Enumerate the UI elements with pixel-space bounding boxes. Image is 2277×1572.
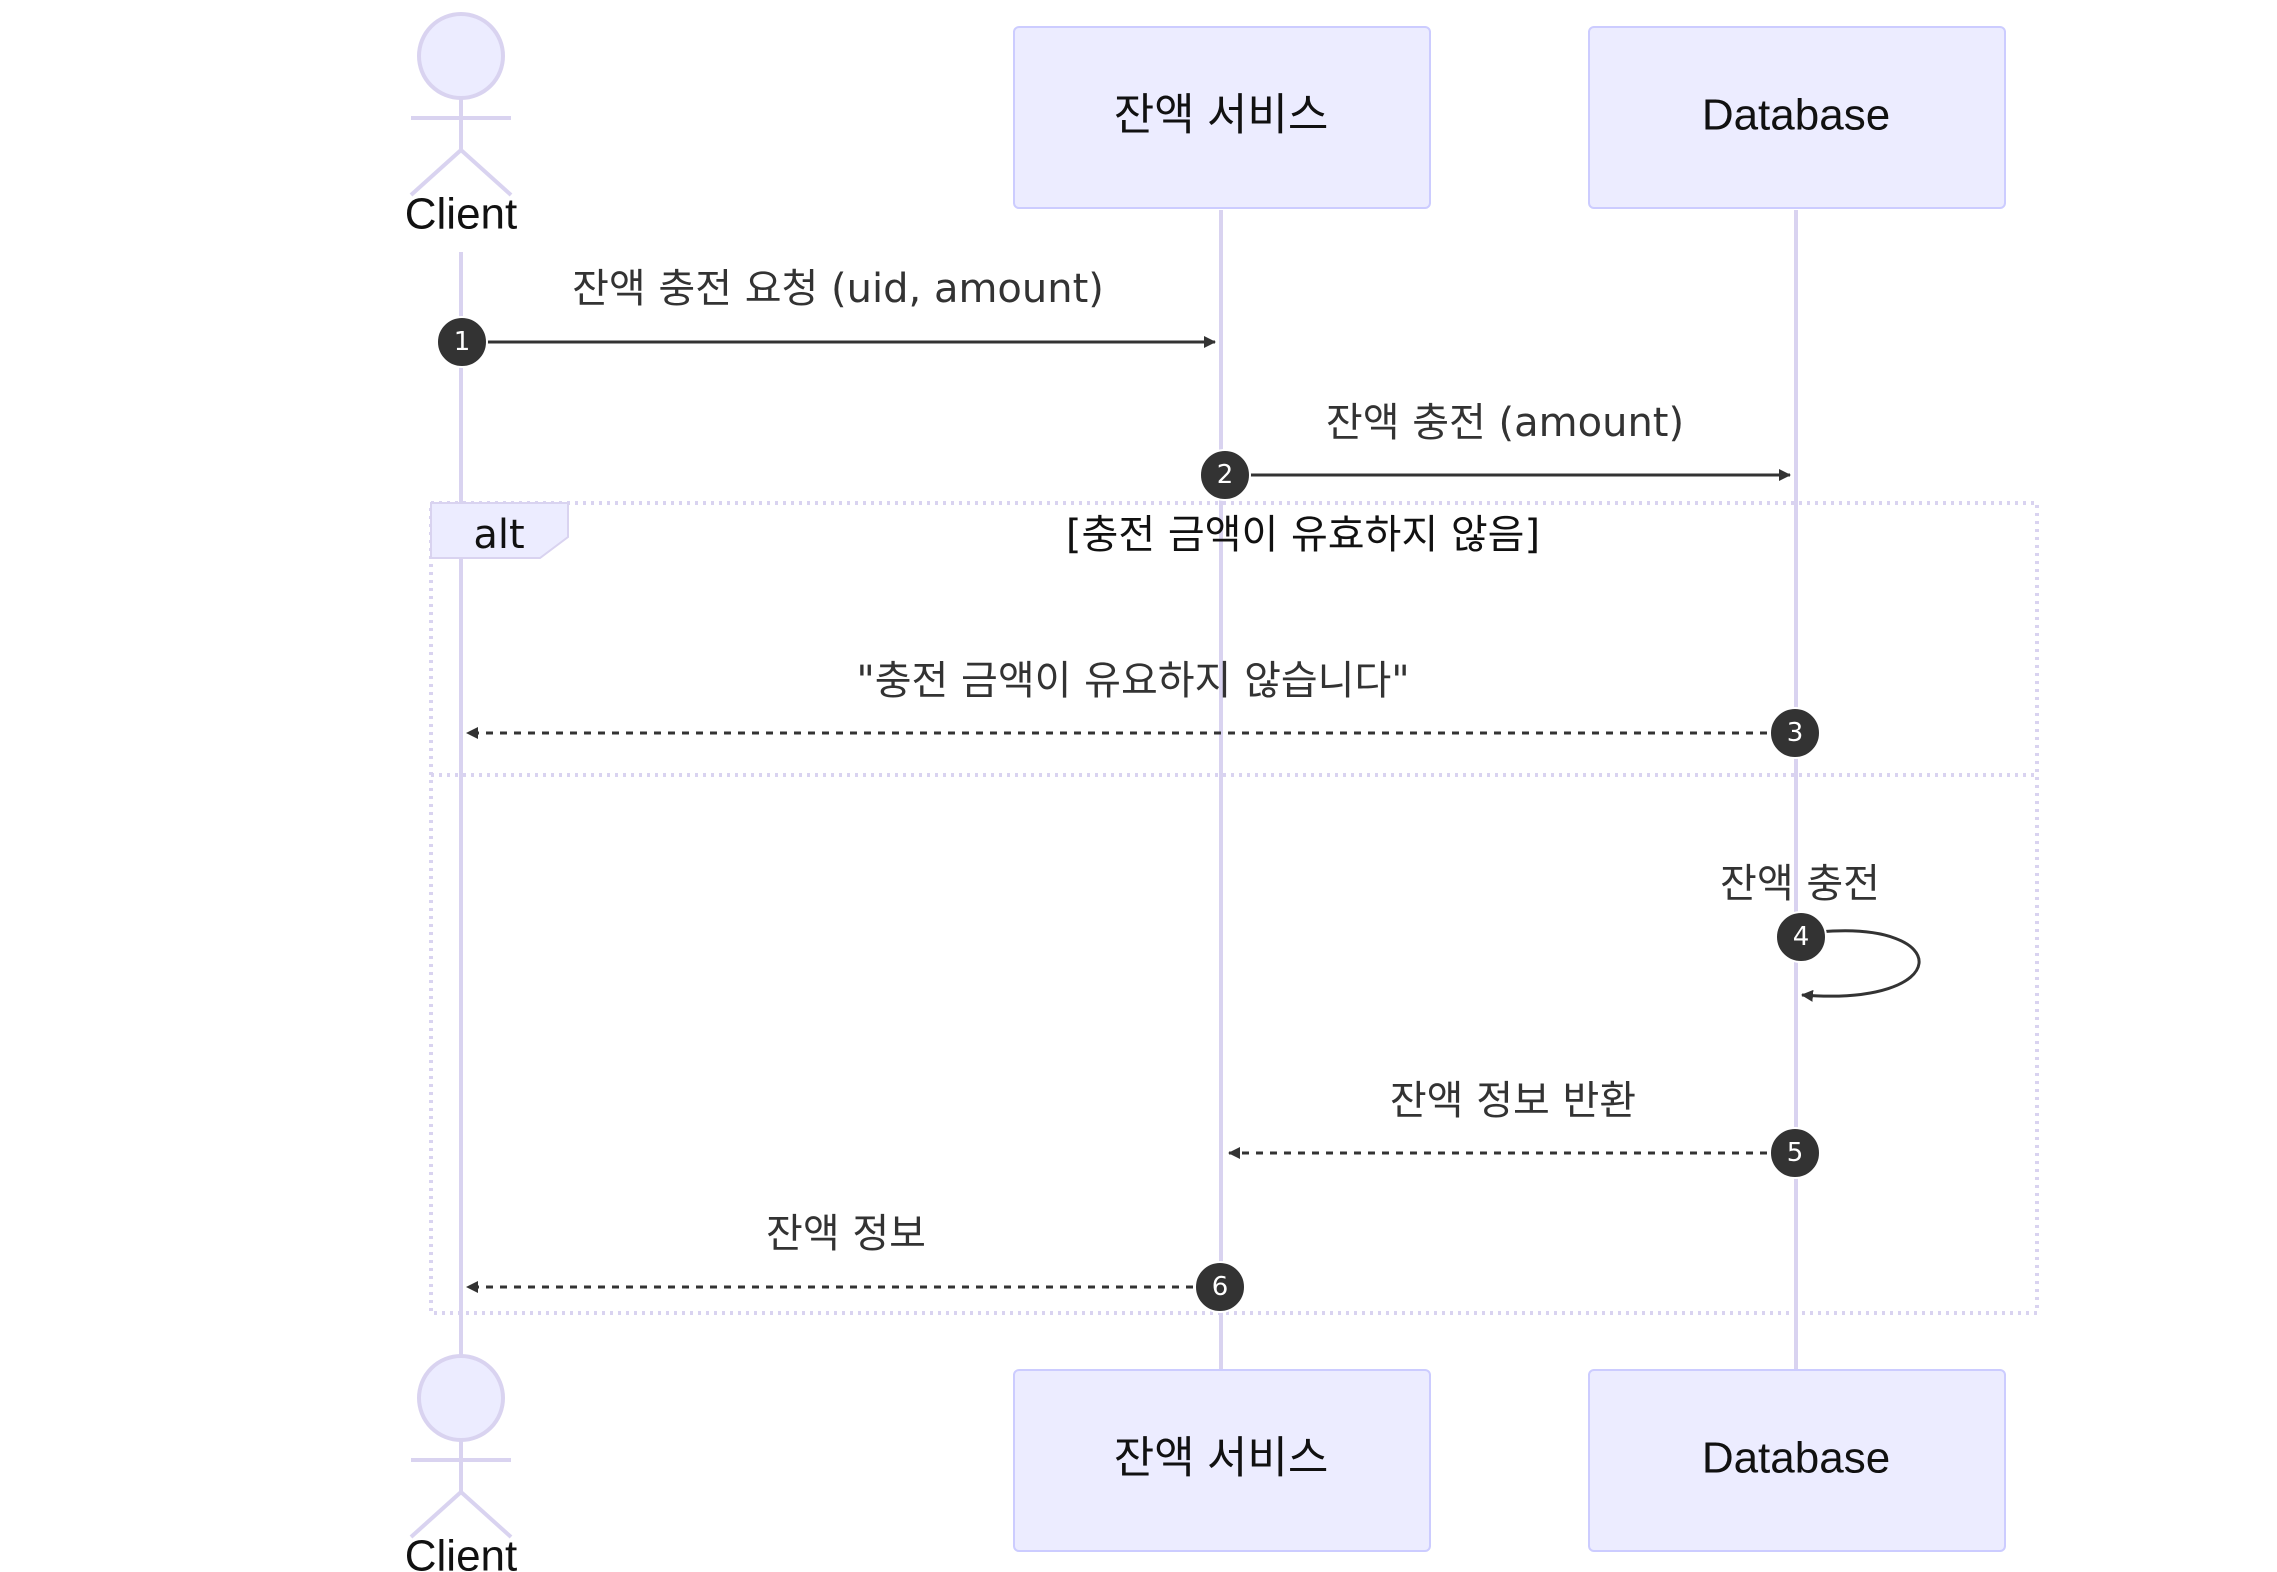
- message-label: 잔액 충전 (amount): [1326, 400, 1684, 446]
- message-label: "충전 금액이 유요하지 않습니다": [856, 658, 1409, 704]
- alt-frame: alt [충전 금액이 유효하지 않음]: [429, 501, 2039, 1315]
- message-label: 잔액 충전 요청 (uid, amount): [572, 266, 1104, 312]
- sequence-number: 2: [1217, 460, 1234, 490]
- participant-database-bottom: Database: [1588, 1369, 2006, 1552]
- sequence-number-badge: [1769, 1127, 1821, 1179]
- participant-balance-service-bottom: 잔액 서비스: [1013, 1369, 1431, 1552]
- sequence-number: 5: [1787, 1138, 1804, 1168]
- message-label: 잔액 충전: [1720, 861, 1880, 907]
- alt-keyword: alt: [473, 512, 524, 558]
- sequence-number: 1: [454, 327, 471, 357]
- participant-label: 잔액 서비스: [1114, 91, 1329, 140]
- actor-label: Client: [405, 190, 518, 239]
- message-4: 잔액 충전 4: [1720, 861, 1921, 1002]
- participant-label: Database: [1702, 1434, 1890, 1483]
- sequence-number: 4: [1793, 922, 1810, 952]
- sequence-number-badge: [1194, 1261, 1246, 1313]
- alt-condition: [충전 금액이 유효하지 않음]: [1066, 512, 1540, 558]
- message-6: 잔액 정보 6: [466, 1211, 1246, 1313]
- participant-label: 잔액 서비스: [1114, 1434, 1329, 1483]
- sequence-number-badge: [1775, 911, 1827, 963]
- sequence-number-badge: [436, 316, 488, 368]
- sequence-number-badge: [1769, 707, 1821, 759]
- participant-database-top: Database: [1588, 26, 2006, 209]
- sequence-number: 6: [1212, 1272, 1229, 1302]
- sequence-number: 3: [1787, 718, 1804, 748]
- sequence-number-badge: [1199, 449, 1251, 501]
- participant-balance-service-top: 잔액 서비스: [1013, 26, 1431, 209]
- actor-client-top: Client: [405, 12, 518, 239]
- message-2: 잔액 충전 (amount) 2: [1199, 400, 1791, 501]
- message-5: 잔액 정보 반환 5: [1228, 1078, 1821, 1179]
- participant-label: Database: [1702, 91, 1890, 140]
- message-label: 잔액 정보 반환: [1390, 1078, 1636, 1124]
- message-3: "충전 금액이 유요하지 않습니다" 3: [466, 658, 1821, 759]
- message-1: 잔액 충전 요청 (uid, amount) 1: [436, 266, 1216, 368]
- actor-client-bottom: Client: [405, 1354, 518, 1572]
- actor-label: Client: [405, 1532, 518, 1572]
- message-label: 잔액 정보: [766, 1211, 926, 1257]
